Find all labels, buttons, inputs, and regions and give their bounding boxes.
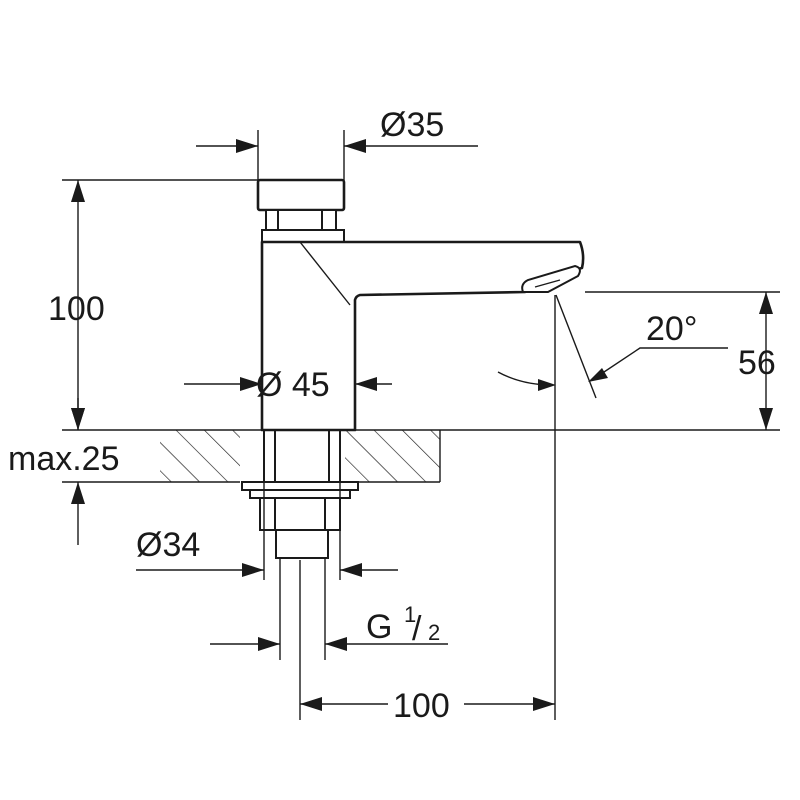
projection-label: 100 bbox=[393, 687, 450, 725]
body-diameter-dimension: Ø 45 bbox=[184, 366, 392, 404]
projection-dimension: 100 bbox=[300, 684, 555, 725]
thread-denominator: 2 bbox=[428, 620, 440, 645]
countertop-section bbox=[160, 429, 780, 483]
button-diameter-dimension: Ø35 bbox=[196, 106, 478, 180]
thread-size-dimension: G 1 / 2 bbox=[210, 602, 448, 651]
push-button-cap bbox=[256, 178, 346, 243]
button-diameter-label: Ø35 bbox=[380, 106, 444, 144]
faucet-body bbox=[260, 240, 585, 432]
thread-fraction-slash: / bbox=[412, 610, 422, 648]
thread-size-label: G bbox=[366, 608, 392, 646]
mounting-thickness-dimension: max.25 bbox=[8, 398, 160, 545]
mounting-shank bbox=[241, 429, 359, 720]
spout-height-dimension: 56 bbox=[585, 291, 780, 430]
total-height-label: 100 bbox=[48, 290, 105, 328]
hole-diameter-label: Ø34 bbox=[136, 526, 200, 564]
spout-angle-label: 20° bbox=[646, 310, 697, 348]
total-height-dimension: 100 bbox=[48, 179, 258, 430]
spout-height-label: 56 bbox=[738, 344, 776, 382]
body-diameter-label: Ø 45 bbox=[256, 366, 330, 404]
mounting-thickness-label: max.25 bbox=[8, 440, 120, 478]
hole-diameter-dimension: Ø34 bbox=[136, 482, 398, 580]
thread-numerator: 1 bbox=[404, 602, 416, 627]
spray-angle-dimension: 20° bbox=[497, 294, 728, 399]
